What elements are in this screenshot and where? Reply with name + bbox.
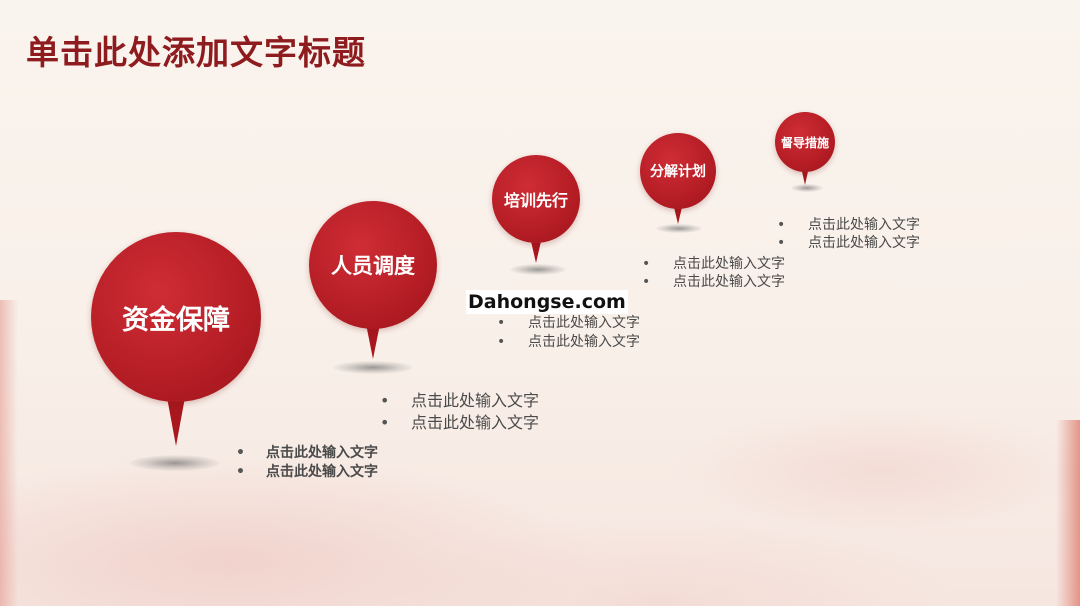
bullet-item[interactable]: •点击此处输入文字: [777, 217, 920, 233]
bullet-dot-icon: •: [777, 235, 786, 251]
pin-tail: [365, 319, 381, 359]
bullet-dot-icon: •: [497, 315, 506, 331]
bullet-item[interactable]: •点击此处输入文字: [236, 464, 378, 480]
bullet-dot-icon: •: [380, 391, 390, 410]
pin-shadow: [791, 184, 823, 192]
pin-circle: 培训先行: [492, 155, 580, 243]
watermark-text: Dahongse.com: [466, 290, 628, 314]
bullet-list-2: •点击此处输入文字 •点击此处输入文字: [380, 390, 539, 434]
pin-marker-4[interactable]: 分解计划: [640, 133, 716, 225]
decorative-edge-left: [0, 300, 18, 606]
bullet-item[interactable]: •点击此处输入文字: [380, 413, 540, 432]
bullet-item[interactable]: •点击此处输入文字: [236, 445, 378, 461]
step-label: 培训先行: [503, 191, 568, 210]
bullet-item[interactable]: •点击此处输入文字: [497, 334, 640, 350]
step-label: 分解计划: [650, 164, 706, 180]
pin-shadow: [130, 455, 220, 471]
step-label: 资金保障: [122, 304, 230, 336]
pin-circle: 资金保障: [91, 232, 261, 402]
pin-circle: 分解计划: [640, 133, 716, 209]
pin-shadow: [333, 361, 413, 374]
pin-tail: [166, 392, 186, 446]
bullet-dot-icon: •: [642, 256, 651, 272]
step-label: 督导措施: [780, 135, 829, 150]
bullet-list-1: •点击此处输入文字 •点击此处输入文字: [236, 444, 378, 482]
slide-title[interactable]: 单击此处添加文字标题: [26, 33, 366, 72]
step-label: 人员调度: [331, 254, 415, 278]
bullet-item[interactable]: •点击此处输入文字: [497, 315, 640, 331]
bullet-item[interactable]: •点击此处输入文字: [642, 256, 785, 272]
bullet-dot-icon: •: [497, 334, 506, 350]
bullet-list-5: •点击此处输入文字 •点击此处输入文字: [777, 216, 920, 252]
pin-marker-3[interactable]: 培训先行: [492, 155, 580, 265]
pin-circle: 人员调度: [309, 201, 437, 329]
bullet-item[interactable]: •点击此处输入文字: [642, 274, 785, 290]
bullet-dot-icon: •: [777, 217, 786, 233]
bullet-dot-icon: •: [236, 445, 245, 461]
decorative-edge-right: [1056, 420, 1080, 606]
pin-shadow: [510, 264, 566, 275]
bullet-dot-icon: •: [380, 413, 390, 432]
pin-tail: [801, 167, 809, 185]
pin-tail: [530, 237, 542, 263]
bullet-dot-icon: •: [236, 464, 245, 480]
bullet-list-3: •点击此处输入文字 •点击此处输入文字: [497, 314, 640, 352]
bullet-item[interactable]: •点击此处输入文字: [777, 235, 920, 251]
pin-circle: 督导措施: [775, 112, 835, 172]
pin-marker-1[interactable]: 资金保障: [91, 232, 261, 447]
pin-shadow: [656, 224, 702, 233]
bullet-list-4: •点击此处输入文字 •点击此处输入文字: [642, 255, 785, 291]
pin-marker-5[interactable]: 督导措施: [775, 112, 835, 186]
bullet-dot-icon: •: [642, 274, 651, 290]
pin-marker-2[interactable]: 人员调度: [309, 201, 437, 359]
pin-tail: [673, 203, 683, 224]
bullet-item[interactable]: •点击此处输入文字: [380, 391, 540, 410]
